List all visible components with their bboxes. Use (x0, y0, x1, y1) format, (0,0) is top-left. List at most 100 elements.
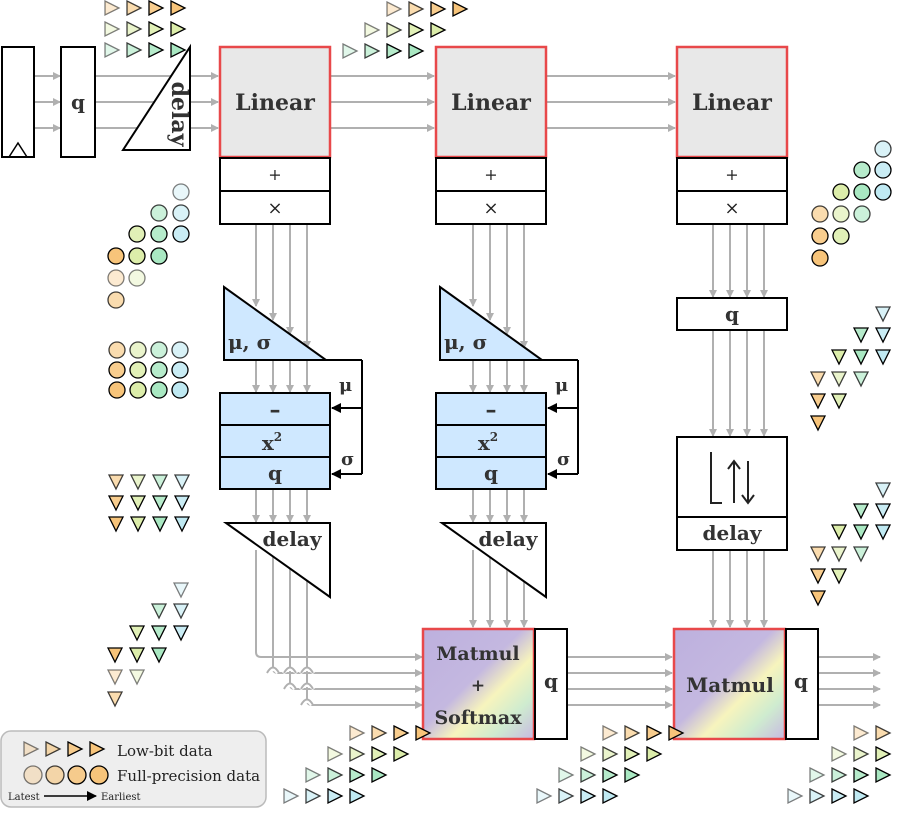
low-bit-token-icon (408, 42, 425, 60)
legend-full-precision-label: Full-precision data (117, 767, 260, 785)
low-bit-token-icon (107, 516, 125, 533)
low-bit-token-icon (452, 0, 469, 18)
input-quantizer: q (60, 46, 96, 158)
low-bit-token-icon (830, 568, 848, 585)
legend-latest-label: Latest (8, 792, 40, 803)
low-bit-token-icon (148, 41, 165, 59)
low-bit-token-icon (415, 724, 432, 742)
low-bit-token-icon (170, 41, 187, 59)
low-bit-token-icon (45, 740, 62, 758)
low-bit-token-icon (173, 495, 191, 512)
low-bit-token-icon (875, 745, 892, 763)
low-bit-token-icon (327, 787, 344, 805)
full-precision-token-icon (23, 765, 43, 785)
low-bit-token-icon (853, 787, 870, 805)
linear-3-add-label: + (725, 165, 738, 184)
ln1-mu-sigma-label: μ, σ (228, 330, 271, 354)
full-precision-token-icon (811, 249, 829, 267)
low-bit-token-icon (386, 0, 403, 18)
input-buffer (1, 46, 35, 158)
ln1-sigma-label: σ (341, 449, 354, 470)
transpose-icon (710, 452, 755, 505)
full-precision-token-icon (107, 269, 125, 287)
low-bit-token-icon (624, 724, 641, 742)
full-precision-token-icon (108, 341, 126, 359)
low-bit-token-icon (364, 42, 381, 60)
low-bit-token-icon (602, 787, 619, 805)
low-bit-token-icon (536, 787, 553, 805)
low-bit-token-icon (148, 20, 165, 38)
low-bit-token-icon (830, 546, 848, 563)
linear-3-mul-label: × (724, 198, 739, 219)
low-bit-token-icon (787, 787, 804, 805)
low-bit-token-icon (874, 503, 892, 520)
low-bit-token-icon (809, 393, 827, 410)
low-bit-token-icon (371, 766, 388, 784)
low-bit-token-icon (151, 516, 169, 533)
full-precision-token-icon (172, 183, 190, 201)
full-precision-token-icon (107, 247, 125, 265)
ln2-mu-label: μ (555, 375, 568, 396)
full-precision-token-icon (45, 765, 65, 785)
full-precision-token-icon (108, 361, 126, 379)
ln1-square-label: x2 (262, 430, 282, 455)
full-precision-token-icon (874, 140, 892, 158)
low-bit-token-icon (624, 745, 641, 763)
full-precision-token-icon (171, 361, 189, 379)
linear-3-label: Linear (692, 90, 772, 116)
low-bit-token-icon (349, 745, 366, 763)
legend-token-icons (23, 740, 109, 785)
linear-2-add-label: + (484, 165, 497, 184)
data-token-illustrations (104, 0, 892, 805)
input-q-label: q (71, 90, 85, 114)
low-bit-token-icon (129, 474, 147, 491)
low-bit-token-icon (129, 495, 147, 512)
matmul-1-q-label: q (544, 669, 558, 693)
low-bit-token-icon (809, 766, 826, 784)
full-precision-token-icon (107, 291, 125, 309)
low-bit-token-icon (128, 669, 146, 686)
low-bit-token-icon (646, 724, 663, 742)
low-bit-token-icon (580, 787, 597, 805)
low-bit-token-icon (386, 42, 403, 60)
low-bit-token-icon (558, 787, 575, 805)
ln1-minus-label: – (270, 397, 281, 423)
linear-1-add-label: + (268, 165, 281, 184)
low-bit-token-icon (283, 787, 300, 805)
low-bit-token-icon (67, 740, 84, 758)
low-bit-token-icon (830, 393, 848, 410)
low-bit-token-icon (386, 21, 403, 39)
low-bit-token-icon (831, 745, 848, 763)
low-bit-token-icon (104, 41, 121, 59)
low-bit-token-icon (874, 349, 892, 366)
low-bit-token-icon (23, 740, 40, 758)
low-bit-token-icon (106, 691, 124, 708)
full-precision-token-icon (128, 225, 146, 243)
matmul-2-label: Matmul (686, 673, 774, 697)
full-precision-token-icon (108, 381, 126, 399)
full-precision-token-icon (171, 341, 189, 359)
ln2-square-label: x2 (478, 430, 498, 455)
low-bit-token-icon (126, 41, 143, 59)
input-delay-label: delay (166, 82, 192, 148)
low-bit-token-icon (809, 787, 826, 805)
low-bit-token-icon (305, 787, 322, 805)
linear-2-label: Linear (451, 90, 531, 116)
low-bit-token-icon (580, 766, 597, 784)
low-bit-token-icon (852, 503, 870, 520)
full-precision-token-icon (853, 161, 871, 179)
low-bit-token-icon (875, 766, 892, 784)
input-delay: delay (121, 43, 192, 151)
low-bit-token-icon (809, 415, 827, 432)
low-bit-token-icon (809, 546, 827, 563)
legend-low-bit-label: Low-bit data (117, 742, 213, 760)
low-bit-token-icon (831, 766, 848, 784)
ln2-q-label: q (484, 461, 498, 485)
low-bit-token-icon (305, 766, 322, 784)
low-bit-token-icon (853, 766, 870, 784)
ln2-delay-label: delay (479, 527, 539, 551)
col3-q-label: q (725, 302, 739, 326)
low-bit-token-icon (430, 21, 447, 39)
low-bit-token-icon (104, 0, 121, 17)
